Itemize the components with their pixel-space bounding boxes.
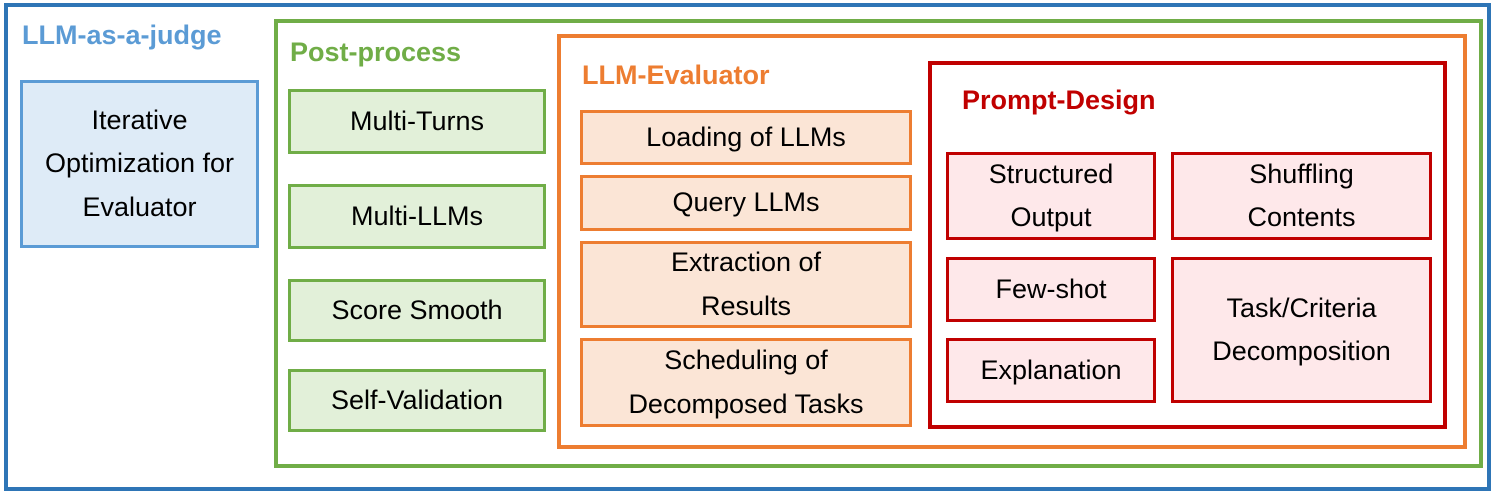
llm-as-a-judge-title: LLM-as-a-judge xyxy=(22,20,222,50)
post-process-frame xyxy=(274,19,1483,468)
loading-of-llms-box: Loading of LLMs xyxy=(580,110,912,165)
iterative-optimization-box: Iterative Optimization for Evaluator xyxy=(20,80,259,248)
score-smooth-box: Score Smooth xyxy=(288,279,546,342)
shuffling-contents-box: Shuffling Contents xyxy=(1171,152,1432,240)
multi-llms-box: Multi-LLMs xyxy=(288,184,546,249)
task-criteria-decomposition-box: Task/Criteria Decomposition xyxy=(1171,257,1432,403)
prompt-design-title: Prompt-Design xyxy=(962,85,1156,115)
explanation-box: Explanation xyxy=(946,338,1156,403)
llm-evaluator-title: LLM-Evaluator xyxy=(582,60,770,90)
extraction-of-results-box: Extraction of Results xyxy=(580,241,912,328)
llm-evaluator-frame xyxy=(557,34,1467,449)
self-validation-box: Self-Validation xyxy=(288,369,546,432)
post-process-title: Post-process xyxy=(290,37,462,67)
query-llms-box: Query LLMs xyxy=(580,175,912,231)
multi-turns-box: Multi-Turns xyxy=(288,89,546,154)
prompt-design-frame xyxy=(928,61,1447,429)
few-shot-box: Few-shot xyxy=(946,257,1156,322)
llm-as-a-judge-frame xyxy=(4,3,1491,491)
structured-output-box: Structured Output xyxy=(946,152,1156,240)
scheduling-box: Scheduling of Decomposed Tasks xyxy=(580,338,912,427)
